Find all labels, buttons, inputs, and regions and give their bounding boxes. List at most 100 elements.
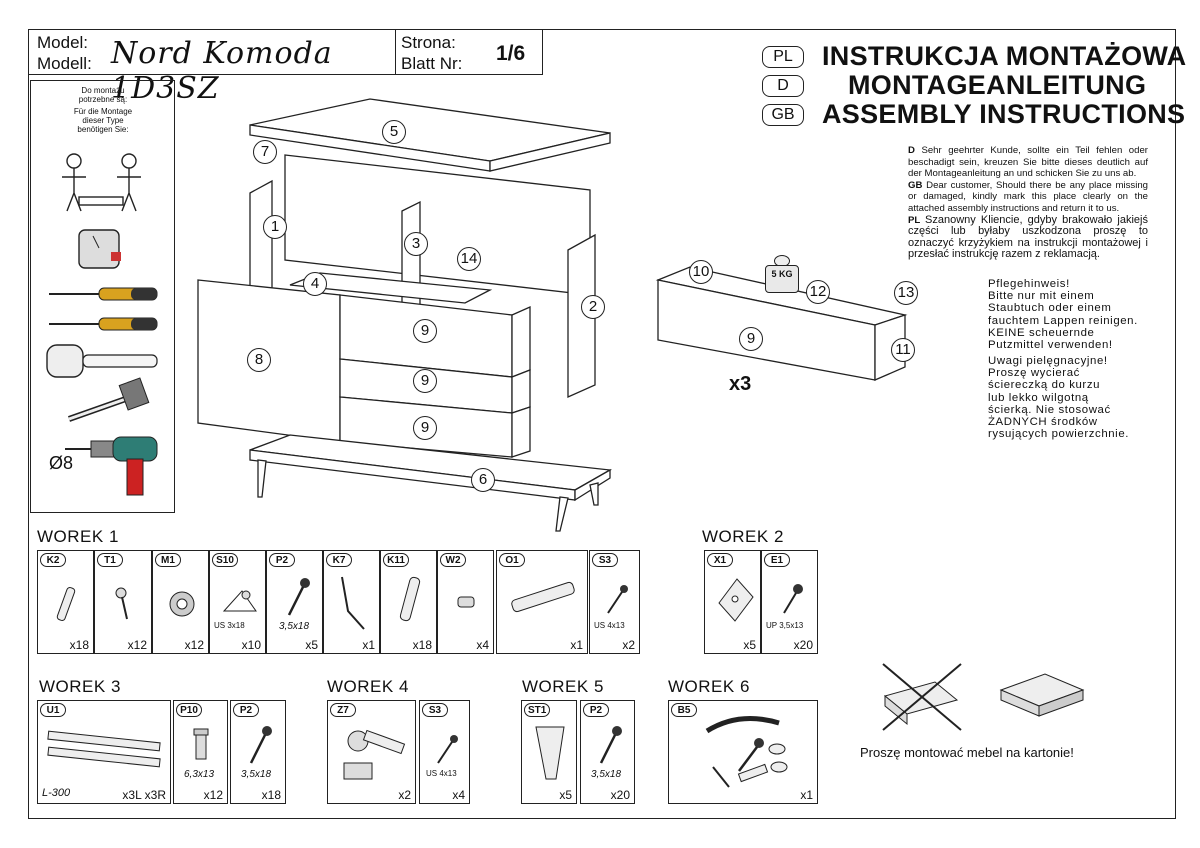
drawer-multiplier: x3: [729, 373, 752, 395]
drawer-callout: 9: [739, 327, 763, 351]
part-spec: UP 3,5x13: [766, 621, 804, 630]
part-code: P2: [583, 703, 609, 717]
callout-part: 2: [581, 295, 605, 319]
screw-icon: [437, 735, 458, 764]
corner-screw-icon: [222, 590, 257, 612]
tape-measure-icon: [78, 229, 121, 269]
hardware-cell: T1 x12: [94, 550, 152, 654]
notice-pl-text: Szanowny Kliencie, gdyby brakowało jakie…: [908, 213, 1148, 261]
part-qty: x12: [127, 638, 147, 652]
callout-part: 9: [413, 416, 437, 440]
wood-screw-icon: [599, 726, 622, 764]
part-spec: 3,5x18: [241, 769, 272, 780]
care-pl-line: ściereczką do kurzu: [988, 379, 1101, 392]
hardware-cell: M1 x12: [152, 550, 209, 654]
part-qty: x1: [800, 788, 813, 802]
title-d: MONTAGEANLEITUNG: [848, 70, 1147, 100]
hardware-cell: W2 x4: [437, 550, 494, 654]
care-de-line: fauchtem Lappen reinigen.: [988, 314, 1138, 327]
part-qty: x4: [452, 788, 465, 802]
phillips-screwdriver-icon: [49, 317, 158, 331]
notice-gb-text: Dear customer, Should there be any place…: [908, 179, 1149, 214]
page-cell: Strona: Blatt Nr: 1/6: [395, 29, 543, 75]
part-code: M1: [155, 553, 181, 567]
part-qty: x3L x3R: [122, 788, 166, 802]
door-handle-rail-icon: [511, 581, 575, 613]
lang-row-d: D MONTAGEANLEITUNG: [762, 70, 1146, 101]
drawer-callout: 12: [806, 280, 830, 304]
screw-icon: [607, 585, 628, 614]
hardware-cell: K2 x18: [37, 550, 94, 654]
part-code: B5: [671, 703, 697, 717]
part-spec: 3,5x18: [591, 769, 622, 780]
notice-gb-prefix: GB: [908, 179, 923, 191]
hardware-cell: U1 L-300 x3L x3R: [37, 700, 171, 804]
part-code: E1: [764, 553, 790, 567]
part-qty: x5: [743, 638, 756, 652]
part-qty: x18: [261, 788, 281, 802]
part-qty: x2: [622, 638, 635, 652]
part-code: S3: [592, 553, 618, 567]
care-pl-line: Uwagi pielęgnacyjne!: [988, 355, 1108, 367]
page-number: 1/6: [496, 42, 526, 65]
notice-pl-prefix: PL: [908, 214, 921, 226]
part-code: P2: [233, 703, 259, 717]
part-spec: US 3x18: [214, 621, 245, 630]
title-pl: INSTRUKCJA MONTAŻOWA: [822, 41, 1187, 71]
callout-part: 3: [404, 232, 428, 256]
hinge-icon: [343, 729, 406, 780]
screw-icon: [783, 584, 803, 614]
title-gb: ASSEMBLY INSTRUCTIONS: [822, 99, 1186, 129]
hardware-cell: ST1 x5: [521, 700, 577, 804]
part-code: X1: [707, 553, 733, 567]
part-qty: x12: [203, 788, 223, 802]
hammer-icon: [68, 377, 150, 422]
assembly-on-carton-icon: [999, 673, 1085, 717]
power-drill-icon: [65, 436, 158, 496]
part-code: P10: [176, 703, 202, 717]
shelf-pin-icon: [457, 596, 475, 608]
care-de-line: Staubtuch oder einem: [988, 302, 1112, 315]
care-pl-line: Proszę wycierać: [988, 367, 1080, 380]
part-code: P2: [269, 553, 295, 567]
cam-lock-icon: [169, 591, 195, 617]
part-code: K7: [326, 553, 352, 567]
two-workers-icon: [62, 153, 141, 212]
part-qty: x5: [305, 638, 318, 652]
part-qty: x1: [362, 638, 375, 652]
furniture-leg-icon: [535, 726, 565, 780]
callout-part: 1: [263, 215, 287, 239]
callout-part: 4: [303, 272, 327, 296]
part-code: S3: [422, 703, 448, 717]
care-pl-line: ścierką. Nie stosować: [988, 403, 1111, 416]
notice-text: D Sehr geehrter Kunde, sollte ein Teil f…: [908, 145, 1148, 261]
part-code: O1: [499, 553, 525, 567]
part-code: U1: [40, 703, 66, 717]
hardware-cell: P10 6,3x13 x12: [173, 700, 228, 804]
tools-text-de: Für die Montage dieser Type benötigen Si…: [33, 107, 173, 134]
care-de-line: Bitte nur mit einem: [988, 290, 1095, 303]
callout-part: 8: [247, 348, 271, 372]
page-frame: [28, 29, 1176, 819]
hardware-cell: P2 3,5x18 x18: [230, 700, 286, 804]
weight-label: 5 KG: [765, 265, 799, 293]
part-code: T1: [97, 553, 123, 567]
care-pl-line: lub lekko wilgotną: [988, 391, 1089, 404]
callout-part: 5: [382, 120, 406, 144]
hardware-cell: Z7 x2: [327, 700, 416, 804]
wood-screw-icon: [249, 726, 272, 764]
crossed-out-assembly-icon: [882, 663, 962, 731]
bag-title: WOREK 5: [522, 677, 604, 696]
hardware-cell: E1 UP 3,5x13 x20: [761, 550, 818, 654]
hardware-cell: P2 3,5x18 x20: [580, 700, 635, 804]
part-qty: x4: [476, 638, 489, 652]
part-code: ST1: [524, 703, 551, 717]
part-code: W2: [440, 553, 466, 567]
tools-line: benötigen Sie:: [77, 125, 129, 134]
callout-part: 14: [457, 247, 481, 271]
part-qty: x20: [610, 788, 630, 802]
part-code: Z7: [330, 703, 356, 717]
hardware-cell: S3 US 4x13 x2: [589, 550, 640, 654]
part-qty: x20: [793, 638, 813, 652]
part-code: S10: [212, 553, 238, 567]
